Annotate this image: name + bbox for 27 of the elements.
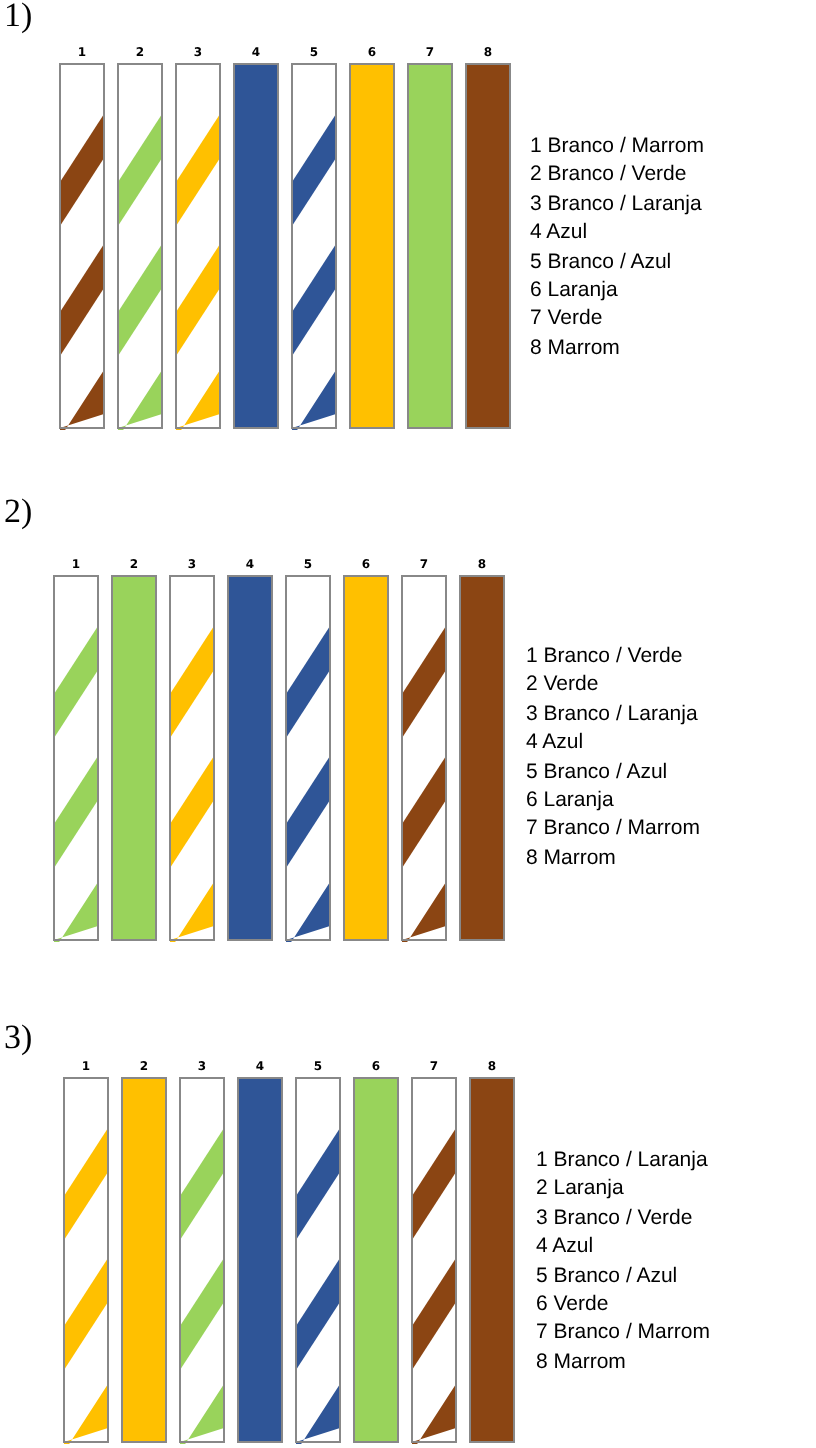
wire-color-label: 7 Branco / Marrom <box>526 816 700 841</box>
section-number: 2) <box>4 492 33 532</box>
wire-color-label: 2 Verde <box>526 672 599 697</box>
wire-color-label: 2 Branco / Verde <box>530 162 687 187</box>
wire-color-label: 3 Branco / Laranja <box>526 701 698 726</box>
wire-color-label: 5 Branco / Azul <box>536 1263 678 1288</box>
wire-color-label: 7 Verde <box>530 306 603 331</box>
wire-color-label: 1 Branco / Laranja <box>536 1148 708 1172</box>
wire-color-label: 8 Marrom <box>530 335 620 360</box>
wire-color-label: 6 Laranja <box>526 788 614 812</box>
section-number: 1) <box>4 0 33 36</box>
wire-color-label: 3 Branco / Verde <box>536 1205 693 1230</box>
wire-color-label: 1 Branco / Marrom <box>530 134 704 158</box>
wire-color-label: 1 Branco / Verde <box>526 644 683 668</box>
wire-color-label: 2 Laranja <box>536 1176 624 1201</box>
wire-color-label: 5 Branco / Azul <box>530 249 672 274</box>
section-number: 3) <box>4 1018 33 1058</box>
wire-color-label: 8 Marrom <box>526 845 616 870</box>
wire-color-label: 4 Azul <box>526 730 584 755</box>
wire-color-label: 3 Branco / Laranja <box>530 191 702 216</box>
wire-color-label: 7 Branco / Marrom <box>536 1320 710 1345</box>
wire-color-label: 4 Azul <box>530 220 588 245</box>
wire-color-label: 8 Marrom <box>536 1349 626 1374</box>
wire-color-label: 5 Branco / Azul <box>526 759 668 784</box>
wire-color-label: 6 Verde <box>536 1292 609 1316</box>
wire-color-label: 4 Azul <box>536 1234 594 1259</box>
wire-color-label: 6 Laranja <box>530 278 618 302</box>
